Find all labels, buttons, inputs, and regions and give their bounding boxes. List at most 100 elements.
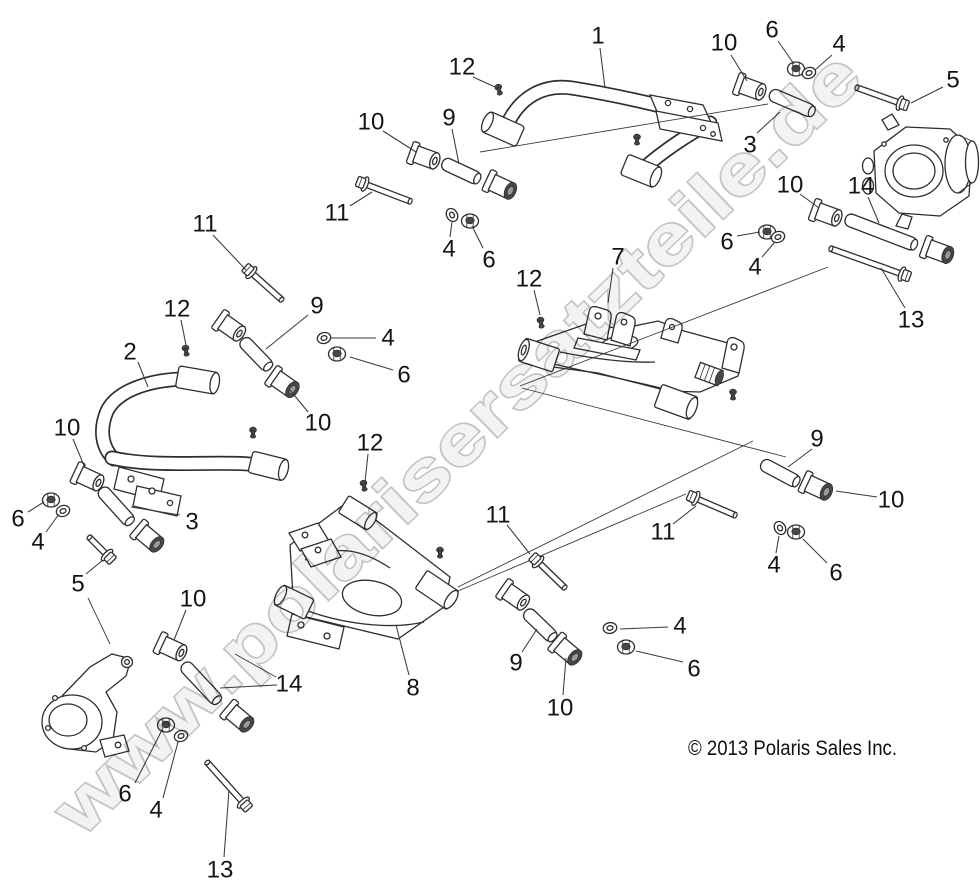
callout-8: 8 [395,624,420,702]
callout-6: 6 [802,538,843,587]
tube-icon [768,88,816,118]
bushing-icon [264,365,300,399]
callout-label: 5 [946,67,959,94]
fitting-icon [181,344,190,357]
callout-label: 10 [777,172,804,199]
callout-12: 12 [164,296,191,346]
callout-label: 9 [810,426,823,453]
callout-label: 6 [118,781,131,808]
callout-10: 10 [173,586,206,641]
callout-label: 6 [765,17,778,44]
callout-label: 2 [123,339,136,366]
leader-line [635,650,684,663]
callout-4: 4 [619,613,687,640]
callout-6: 6 [635,650,701,683]
nut-icon [41,492,61,508]
callout-label: 9 [509,650,522,677]
callout-3: 3 [743,111,781,159]
callout-label: 3 [743,132,756,159]
callout-label: 12 [516,266,543,293]
callout-14: 14 [848,173,880,224]
bushing-icon [405,140,441,170]
leader-line [349,356,394,371]
callout-4: 4 [748,241,776,281]
bolt-icon [528,552,568,591]
callout-label: 10 [547,695,574,722]
bushing-icon [211,309,247,342]
callout-label: 4 [31,529,44,556]
leader-line [364,453,369,483]
leader-line [27,501,45,513]
bolt-icon [204,759,253,813]
bushing-icon [481,169,518,200]
callout-4: 4 [814,31,846,71]
nut-icon [156,717,176,733]
callout-10: 10 [835,487,905,514]
tube-icon [180,661,223,706]
tube-icon [844,213,919,251]
leader-line [867,196,880,224]
callout-label: 8 [406,675,419,702]
callout-9: 9 [787,426,824,468]
leader-line [137,361,149,388]
leader-line [289,389,309,413]
fitting-icon [536,316,545,329]
leader-line [162,741,179,799]
leader-line [72,438,86,469]
leader-line [173,609,187,641]
tube-icon [239,336,274,372]
bushing-icon [69,461,105,492]
leader-line [736,231,761,237]
callout-9: 9 [509,628,538,677]
callout-4: 4 [442,221,456,263]
nut-icon [460,213,480,229]
leader-line [619,626,669,630]
leader-line [451,128,460,165]
washer-icon [173,729,189,743]
leader-line [756,111,781,134]
rear-control-arm-left [273,495,459,650]
callout-label: 10 [878,487,905,514]
leader-line [382,130,417,153]
bushing-icon [797,470,834,501]
callout-4: 4 [149,741,179,824]
callout-5: 5 [71,559,104,598]
callout-10: 10 [711,30,748,82]
tube-icon [97,486,135,527]
callout-label: 14 [276,671,303,698]
leader-line [223,789,230,858]
callout-10: 10 [54,415,86,469]
nut-icon [327,346,347,362]
callout-11: 11 [193,211,247,271]
assembly-line [457,493,687,592]
leader-line [787,448,813,468]
leader-line [449,221,453,238]
upper-a-arm-right [480,79,723,188]
callout-label: 7 [611,244,624,271]
bushing-icon [495,578,531,611]
leader-line [799,193,820,209]
callout-4: 4 [31,513,60,556]
bushing-icon [807,197,843,227]
callout-label: 6 [720,229,733,256]
callout-label: 12 [164,296,191,323]
washer-icon [602,621,618,635]
callout-4: 4 [331,325,395,352]
copyright-text: © 2013 Polaris Sales Inc. [688,737,897,760]
leader-line [730,54,748,82]
callout-6: 6 [118,729,163,808]
leader-line [85,559,104,575]
callout-9: 9 [265,293,324,350]
callout-label: 13 [898,307,925,334]
assembly-line [521,387,787,458]
callout-14: 14 [219,671,303,698]
assembly-line [479,103,769,153]
callout-label: 1 [591,23,604,50]
callout-11: 11 [651,505,697,546]
leader-line [130,506,181,516]
leader-line [521,628,538,653]
callout-6: 6 [349,356,411,389]
leader-line [599,47,606,89]
leader-line [471,225,484,249]
callout-label: 13 [207,857,234,884]
